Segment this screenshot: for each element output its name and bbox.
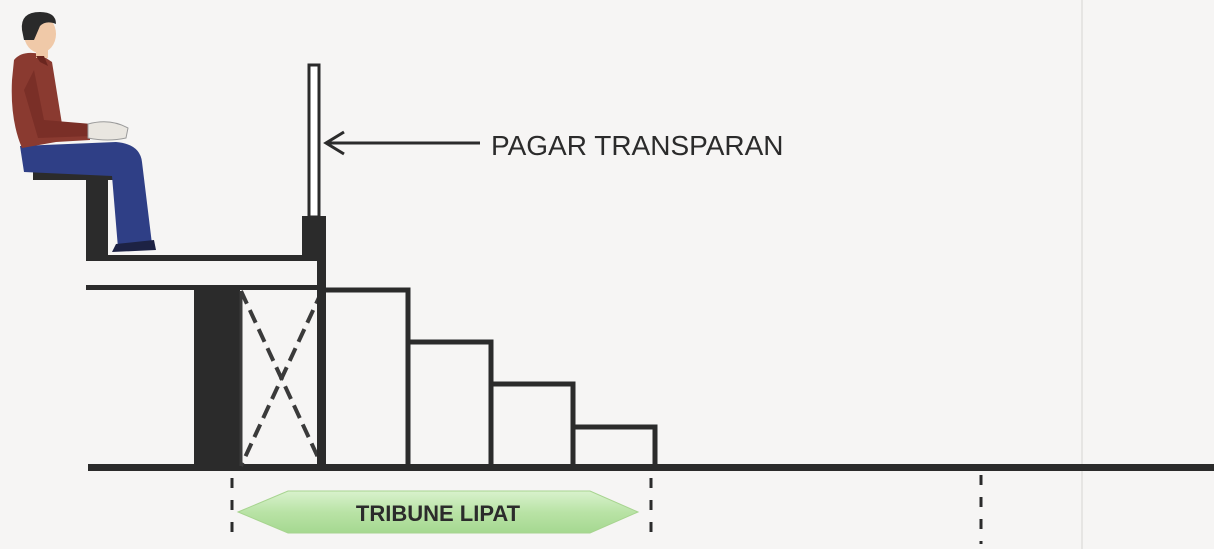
ground-line xyxy=(88,464,1214,471)
upper-floor-slab xyxy=(86,255,324,261)
upper-floor-edge xyxy=(86,285,326,290)
support-pier xyxy=(194,288,240,466)
railing-pointer-arrow xyxy=(323,130,480,156)
tribune-span-arrow xyxy=(236,490,640,534)
seat xyxy=(33,171,113,258)
transparent-railing xyxy=(307,63,321,219)
seated-person-icon xyxy=(11,12,156,252)
tribune-label: TRIBUNE LIPAT xyxy=(356,501,521,526)
railing-column xyxy=(317,258,326,468)
railing-base xyxy=(302,216,326,258)
folded-frame xyxy=(239,290,324,467)
railing-label: PAGAR TRANSPARAN xyxy=(491,130,784,161)
